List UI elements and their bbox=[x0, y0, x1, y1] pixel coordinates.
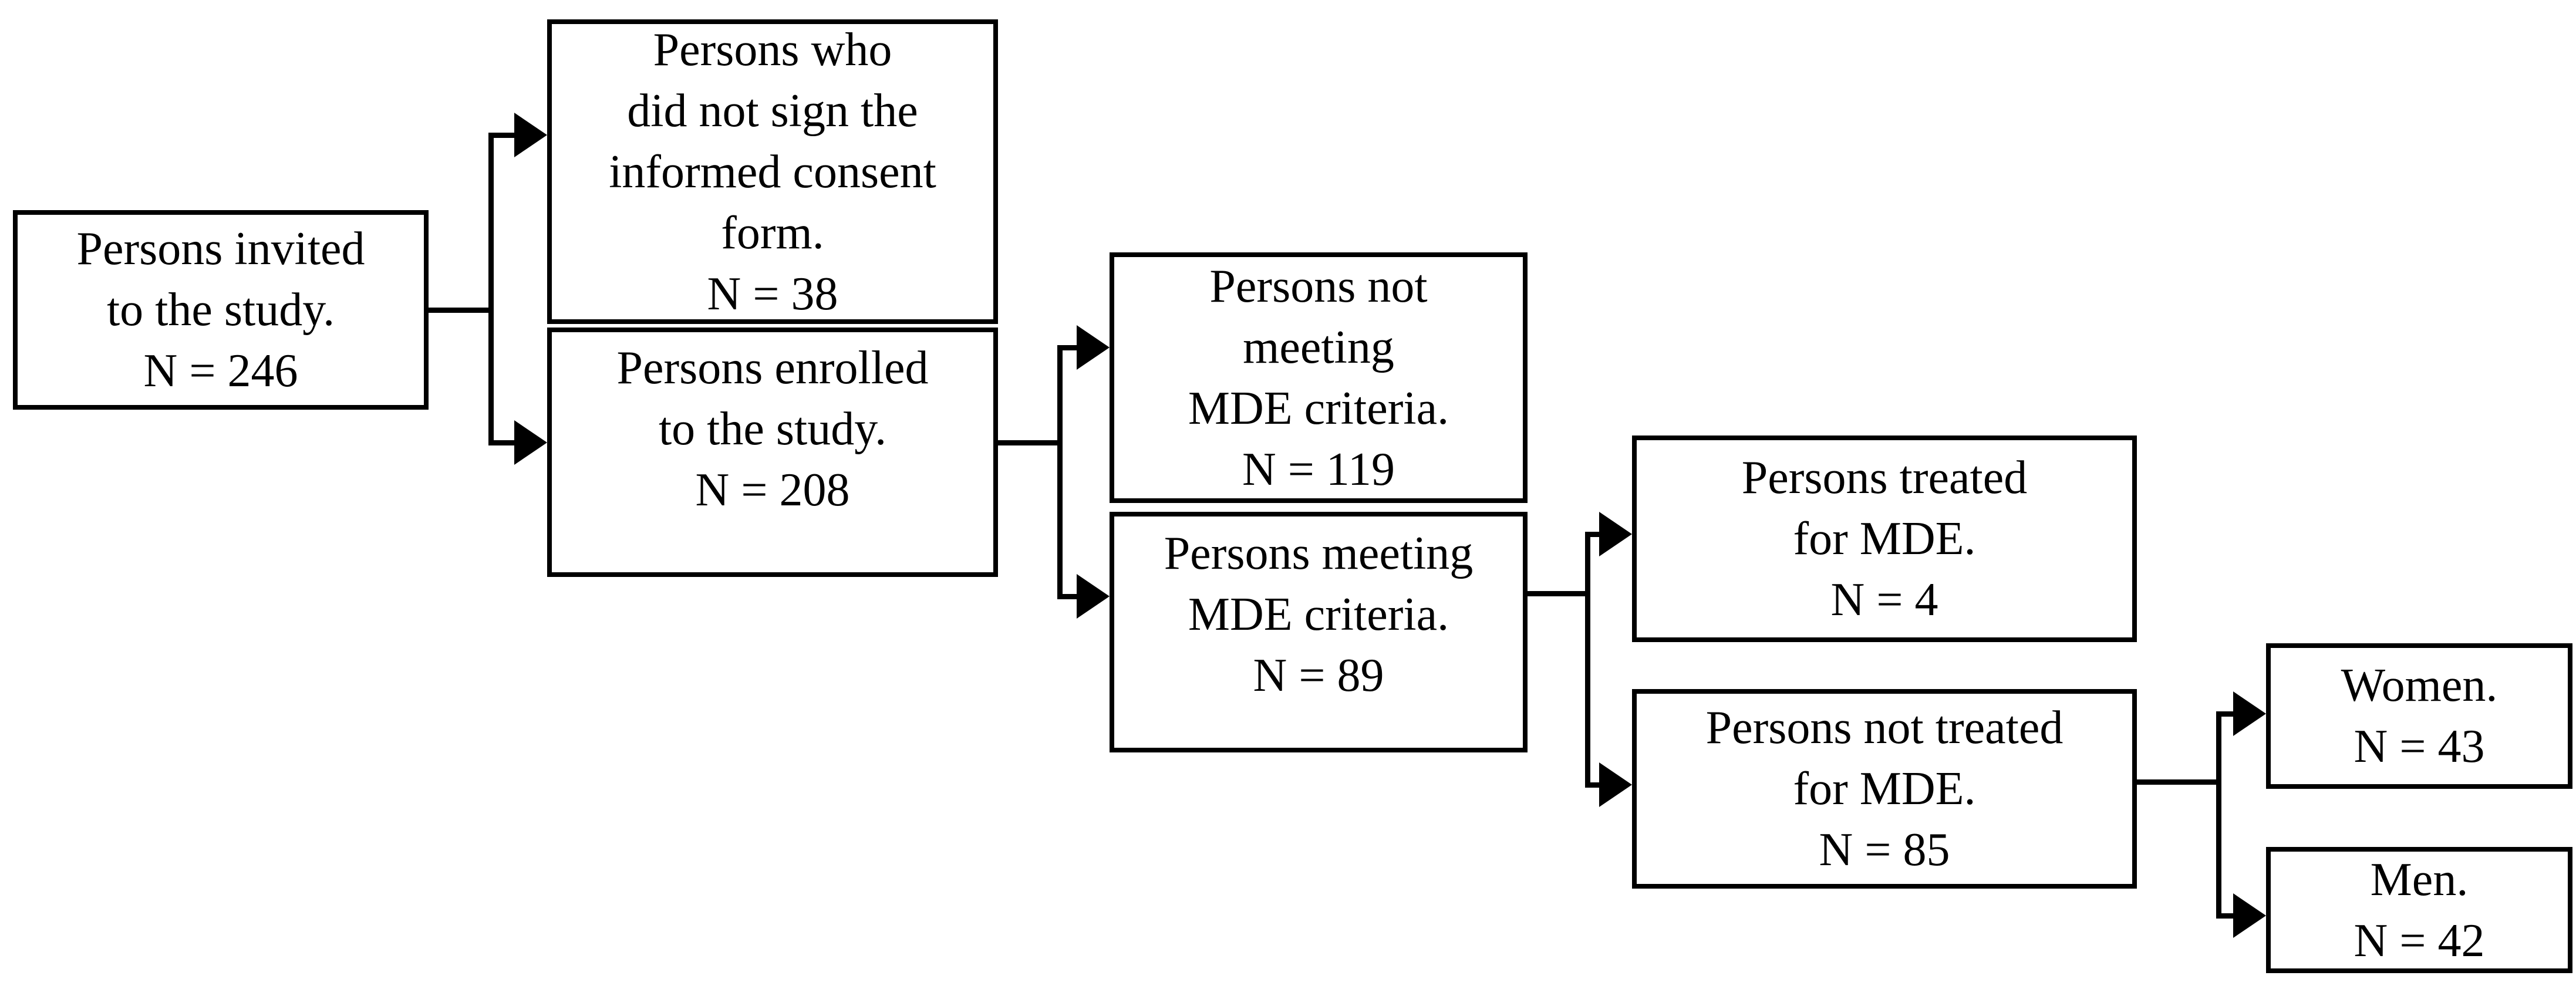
node-text-line: informed consent bbox=[609, 146, 936, 198]
node-text-line: Women. bbox=[2341, 660, 2498, 711]
node-text-line: Persons enrolled bbox=[616, 342, 929, 394]
connector-invited-notsigned-line bbox=[488, 133, 524, 138]
arrowhead-right-icon bbox=[514, 420, 547, 465]
node-not-signed: Persons who did not sign the informed co… bbox=[547, 19, 998, 324]
node-count: N = 85 bbox=[1819, 824, 1950, 876]
connector-nottreated-branch bbox=[2216, 711, 2221, 919]
node-text-line: meeting bbox=[1243, 321, 1394, 373]
node-count: N = 119 bbox=[1242, 443, 1395, 495]
node-text-line: for MDE. bbox=[1793, 513, 1976, 565]
node-count: N = 208 bbox=[695, 464, 850, 516]
connector-nottreated-men-line bbox=[2216, 913, 2243, 919]
connector-meeting-treated-line bbox=[1585, 532, 1609, 537]
node-meeting-mde: Persons meeting MDE criteria. N = 89 bbox=[1110, 512, 1528, 752]
node-text-line: MDE criteria. bbox=[1188, 589, 1449, 640]
node-text-line: Persons who bbox=[653, 23, 892, 76]
arrowhead-right-icon bbox=[2233, 893, 2266, 938]
node-count: N = 4 bbox=[1830, 574, 1938, 626]
node-text-line: Persons not treated bbox=[1705, 702, 2064, 754]
node-not-meeting-mde: Persons not meeting MDE criteria. N = 11… bbox=[1110, 252, 1528, 503]
arrowhead-right-icon bbox=[1077, 574, 1110, 619]
node-text-line: Men. bbox=[2370, 853, 2469, 906]
node-text-line: to the study. bbox=[658, 403, 887, 455]
arrowhead-right-icon bbox=[2233, 691, 2266, 736]
node-text-line: MDE criteria. bbox=[1188, 382, 1449, 434]
arrowhead-right-icon bbox=[1599, 512, 1632, 556]
node-women: Women. N = 43 bbox=[2266, 643, 2572, 789]
node-men: Men. N = 42 bbox=[2266, 847, 2572, 973]
node-count: N = 42 bbox=[2354, 914, 2485, 967]
node-count: N = 43 bbox=[2354, 721, 2485, 772]
node-count: N = 246 bbox=[143, 345, 298, 397]
connector-meeting-branch bbox=[1585, 532, 1590, 788]
node-text-line: form. bbox=[721, 207, 824, 259]
connector-enrolled-notmeeting-line bbox=[1057, 345, 1087, 350]
connector-invited-stub bbox=[429, 308, 491, 313]
connector-enrolled-stub bbox=[998, 440, 1063, 445]
node-text-line: to the study. bbox=[106, 284, 335, 336]
node-enrolled: Persons enrolled to the study. N = 208 bbox=[547, 328, 998, 577]
node-text-line: Persons invited bbox=[76, 223, 365, 275]
arrowhead-right-icon bbox=[514, 113, 547, 157]
node-text-line: did not sign the bbox=[627, 85, 918, 137]
node-invited: Persons invited to the study. N = 246 bbox=[13, 210, 429, 410]
node-text-line: Persons not bbox=[1209, 260, 1428, 312]
connector-nottreated-stub bbox=[2137, 779, 2221, 785]
connector-meeting-nottreated-line bbox=[1585, 782, 1609, 788]
node-text-line: Persons treated bbox=[1741, 452, 2028, 504]
connector-meeting-stub bbox=[1528, 591, 1590, 596]
connector-nottreated-women-line bbox=[2216, 711, 2243, 717]
node-count: N = 89 bbox=[1253, 650, 1384, 701]
node-text-line: for MDE. bbox=[1793, 763, 1976, 815]
arrowhead-right-icon bbox=[1599, 762, 1632, 807]
arrowhead-right-icon bbox=[1077, 325, 1110, 370]
connector-enrolled-branch bbox=[1057, 345, 1063, 599]
connector-invited-branch bbox=[488, 133, 494, 445]
node-count: N = 38 bbox=[707, 268, 838, 320]
connector-enrolled-meeting-line bbox=[1057, 594, 1087, 599]
node-treated: Persons treated for MDE. N = 4 bbox=[1632, 436, 2137, 642]
node-text-line: Persons meeting bbox=[1164, 528, 1474, 579]
connector-invited-enrolled-line bbox=[488, 440, 524, 445]
node-not-treated: Persons not treated for MDE. N = 85 bbox=[1632, 689, 2137, 889]
